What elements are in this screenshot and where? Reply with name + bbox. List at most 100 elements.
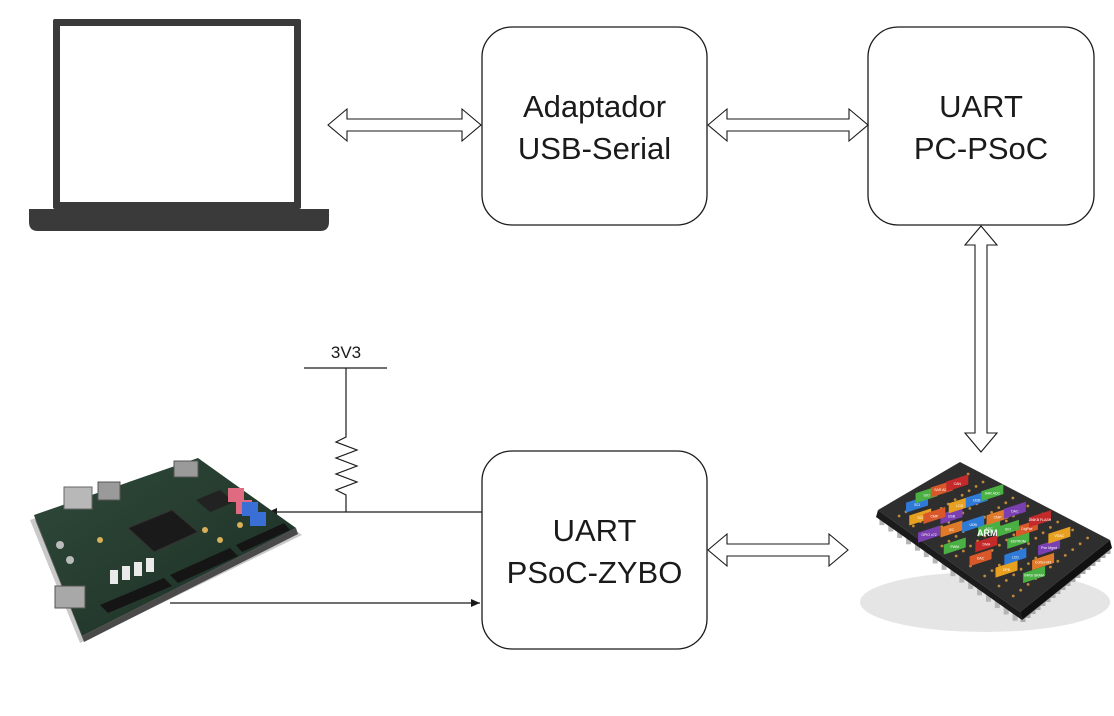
chip-block-label: SAR ADC	[934, 488, 950, 492]
chip-dot	[1049, 526, 1052, 529]
chip-dot	[997, 563, 1001, 567]
chip-pin	[959, 572, 965, 583]
chip-dot	[1049, 565, 1052, 569]
chip-dot	[947, 539, 951, 543]
chip-dot	[967, 489, 971, 493]
chip-block: DAC	[969, 549, 992, 567]
chip-dot	[1012, 533, 1016, 537]
uart-zybo-chip-double-arrow	[707, 532, 849, 568]
pullup-resistor-circuit: 3V3	[304, 343, 387, 512]
chip-block: VDAC	[1048, 526, 1071, 544]
chip-pin	[968, 578, 974, 589]
chip-dot	[911, 524, 915, 528]
chip-block: CMP	[923, 506, 946, 525]
chip-block: 256KB FLASH	[1029, 510, 1052, 528]
chip-block-label: DAC	[977, 557, 985, 561]
chip-block-label: USB	[948, 515, 956, 519]
chip-block-label: 64KB SRAM	[1024, 574, 1044, 578]
chip-block-label: DFB	[1003, 568, 1011, 572]
chip-dot	[983, 574, 987, 578]
adapter-label-line1: Adaptador	[523, 89, 666, 124]
chip-dot	[997, 584, 1001, 588]
chip-block: DAC	[1003, 501, 1026, 519]
chip-dot	[1056, 559, 1060, 563]
chip-dot	[1019, 567, 1023, 571]
chip-block: CMP	[986, 508, 1009, 526]
chip-pin	[1003, 604, 1009, 615]
uart-pc-label-line1: UART	[939, 89, 1023, 124]
zybo-board-icon	[30, 458, 302, 643]
adapter-usb-serial-box: Adaptador USB-Serial	[481, 26, 708, 226]
chip-block: I2C	[940, 520, 963, 538]
chip-block-label: CMP	[930, 514, 938, 518]
adapter-label-line2: USB-Serial	[518, 131, 671, 166]
chip-pin	[994, 598, 1000, 609]
chip-dot	[1071, 528, 1075, 532]
chip-block: LCD	[948, 496, 971, 514]
uart-pc-psoc-box: UART PC-PSoC	[867, 26, 1095, 226]
chip-block: ADC	[978, 519, 1001, 537]
chip-arm-label: ARM	[977, 528, 998, 538]
chip-block-label: ADC	[985, 527, 993, 531]
laptop-icon	[29, 19, 329, 231]
resistor-icon	[334, 368, 359, 512]
chip-dot	[954, 554, 958, 558]
chip-block-label: EEPROM	[1011, 539, 1026, 543]
chip-dot	[1011, 496, 1015, 500]
chip-dot	[1019, 588, 1023, 592]
chip-dot	[1004, 519, 1008, 523]
chip-dot	[1026, 583, 1030, 586]
chip-block: GPIO x72	[918, 525, 941, 543]
chip-block-label: UDB	[973, 498, 981, 502]
uart-pc-chip-double-arrow	[963, 225, 999, 453]
chip-block-label: SIO	[1005, 527, 1011, 531]
chip-dot	[990, 569, 994, 572]
chip-pin	[1012, 610, 1018, 621]
chip-dot	[966, 472, 970, 476]
chip-block-label: CMP	[994, 516, 1002, 520]
chip-dot	[968, 507, 972, 510]
chip-block: USB	[940, 507, 963, 525]
uart-zybo-label-line1: UART	[553, 513, 637, 548]
chip-block-label: PWM	[950, 545, 959, 549]
chip-block: DFB	[995, 560, 1018, 578]
chip-dot	[974, 485, 978, 488]
uart-pc-label-line2: PC-PSoC	[914, 131, 1048, 166]
chip-block-label: DMA	[982, 543, 990, 547]
chip-block-label: VDAC	[1054, 534, 1064, 538]
chip-block-label: LCD	[1012, 555, 1019, 559]
chip-block-label: GPIO x72	[921, 533, 936, 537]
chip-dot	[1027, 542, 1030, 545]
chip-block-label: SAR ADC	[985, 492, 1001, 496]
chip-dot	[1027, 562, 1030, 565]
chip-block: 64KB SRAM	[1023, 565, 1046, 584]
chip-dot	[1063, 554, 1067, 557]
chip-dot	[954, 535, 958, 538]
chip-block: DMA	[975, 535, 998, 553]
uart-psoc-zybo-box: UART PSoC-ZYBO	[481, 450, 708, 650]
chip-dot	[969, 544, 972, 548]
chip-dot	[983, 534, 987, 538]
chip-dot	[1011, 594, 1015, 598]
adapter-uart-pc-double-arrow	[707, 107, 869, 143]
chip-pin	[985, 591, 991, 602]
laptop-adapter-double-arrow	[327, 107, 482, 143]
supply-3v3-label: 3V3	[331, 343, 361, 362]
chip-dot	[1071, 548, 1075, 551]
chip-block: Pwr Mgmt	[1038, 538, 1061, 556]
chip-dot	[1086, 536, 1089, 540]
chip-block: CAN	[946, 474, 969, 492]
chip-dot	[1078, 542, 1082, 546]
chip-dot	[1004, 501, 1008, 505]
chip-dot	[961, 549, 965, 553]
chip-block: SAR ADC	[981, 484, 1004, 502]
chip-block-label: I2C	[949, 528, 955, 532]
chip-block-label: 256KB FLASH	[1029, 518, 1052, 522]
uart-zybo-label-line2: PSoC-ZYBO	[507, 555, 683, 590]
chip-block: SIO	[996, 519, 1019, 537]
chip-block-label: Pwr Mgmt	[1041, 546, 1057, 550]
chip-dot	[1034, 536, 1038, 540]
chip-block: UDB	[962, 515, 985, 533]
chip-dot	[940, 544, 944, 548]
